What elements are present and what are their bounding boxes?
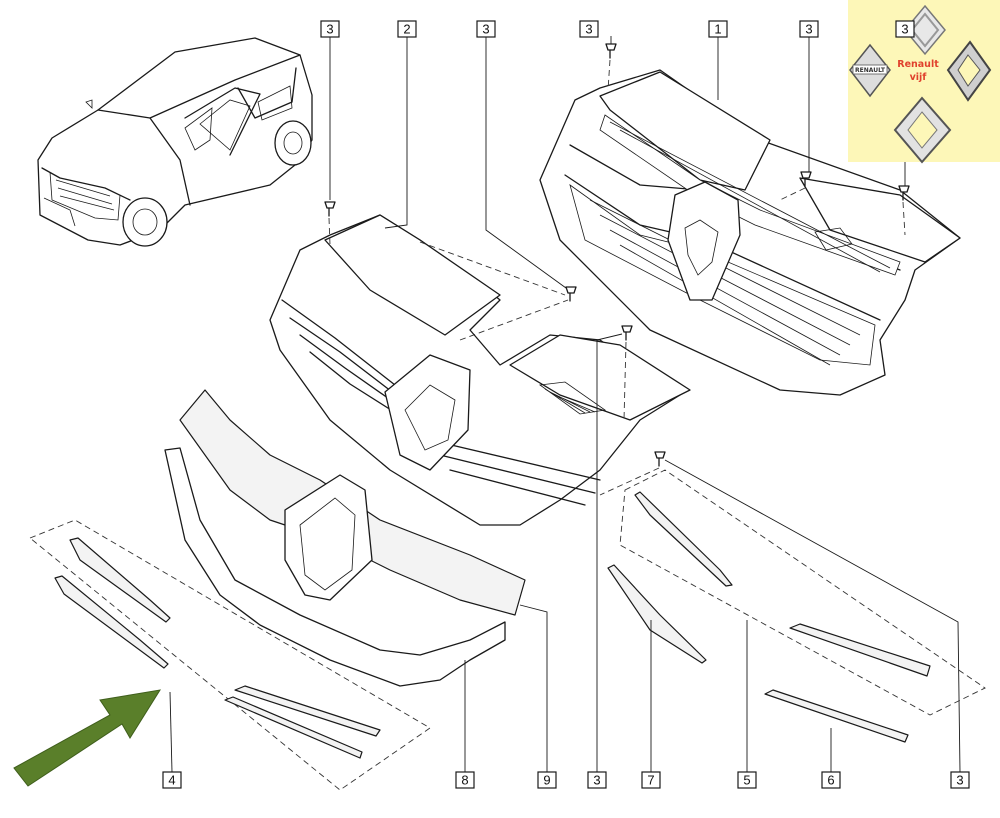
clip-icon [654,451,666,467]
clip-icon [605,43,617,59]
callout-3-top-d: 3 [799,20,819,38]
part-9-chrome-bar [179,389,526,616]
watermark-logo: RENAULT Renault vijf [848,0,1000,164]
watermark-line2: vijf [910,72,928,83]
svg-text:3: 3 [585,22,592,37]
green-arrow-icon [13,689,162,787]
svg-text:8: 8 [461,773,468,788]
assembly-lines [328,59,906,496]
callout-2: 2 [397,20,417,38]
svg-text:1: 1 [714,22,721,37]
logo-badge-text: RENAULT [855,67,886,74]
svg-text:9: 9 [543,773,550,788]
svg-text:3: 3 [482,22,489,37]
grille-body-vent [538,381,607,415]
clips [324,43,910,467]
renault-diamond-logo [893,96,952,164]
clip-icon [898,185,910,201]
callout-3-top-a: 3 [320,20,340,38]
callout-5: 5 [737,771,757,789]
callout-6: 6 [821,771,841,789]
leader-lines [169,36,961,773]
svg-text:5: 5 [743,773,750,788]
callout-3-top-c: 3 [579,20,599,38]
svg-text:3: 3 [805,22,812,37]
callout-4: 4 [162,771,182,789]
part-4-strips-group [29,519,431,791]
part-1-upper-grille [539,69,961,396]
callout-3-bottom: 3 [587,771,607,789]
clip-icon [800,171,812,187]
part-2-grille-body [269,214,691,526]
car-illustration [37,37,313,247]
svg-text:3: 3 [326,22,333,37]
clip-icon [324,201,336,217]
callout-7: 7 [641,771,661,789]
callout-9: 9 [537,771,557,789]
part-5-strips-group [619,469,986,743]
svg-text:3: 3 [956,773,963,788]
svg-text:4: 4 [168,773,175,788]
part-8-lower-frame [164,447,506,687]
callout-1: 1 [708,20,728,38]
part-7-strip [607,564,707,664]
svg-text:7: 7 [647,773,654,788]
svg-text:2: 2 [403,22,410,37]
svg-text:3: 3 [901,22,908,37]
svg-text:3: 3 [593,773,600,788]
watermark-line1: Renault [897,59,939,70]
clip-icon [565,286,577,302]
callout-3-top-b: 3 [476,20,496,38]
callout-8: 8 [455,771,475,789]
renault-diamond-logo: RENAULT [849,43,891,98]
callout-3-top-e: 3 [895,20,915,38]
renault-diamond-logo [946,40,992,102]
svg-text:6: 6 [827,773,834,788]
callout-3-bottom-right: 3 [950,771,970,789]
clip-icon [621,325,633,341]
